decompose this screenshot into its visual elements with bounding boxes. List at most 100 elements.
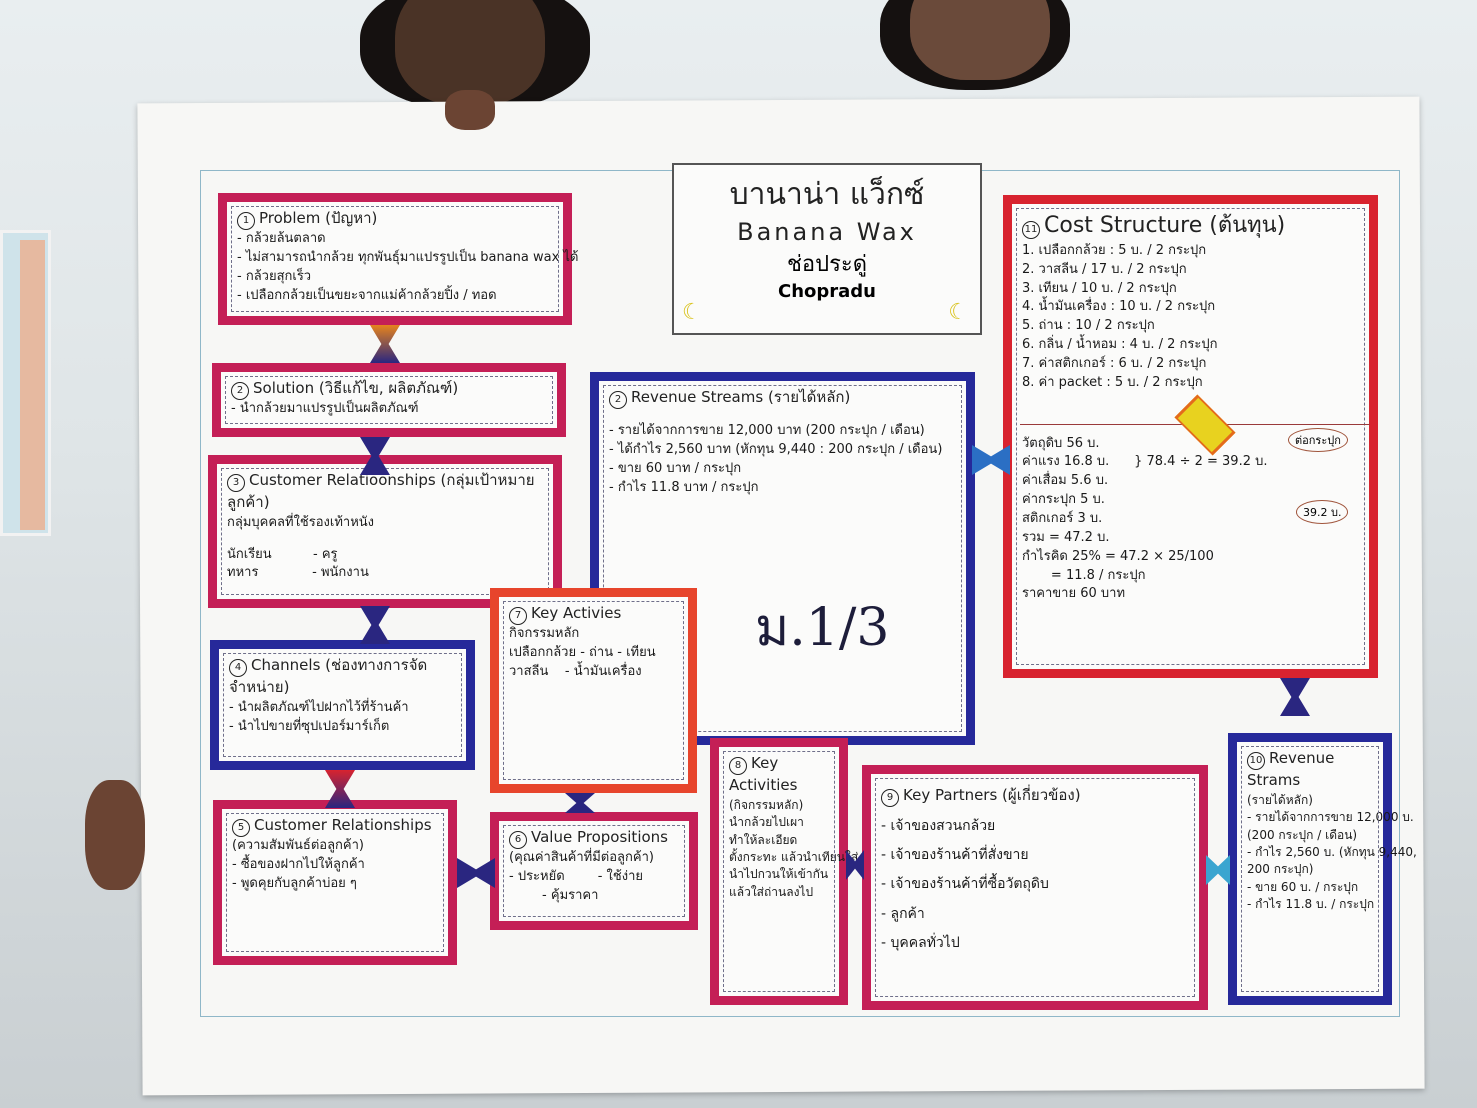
box-number: 7 xyxy=(509,607,527,625)
box-line: - กล้วยสุกเร็ว xyxy=(237,268,312,284)
student-right-face xyxy=(910,0,1050,80)
box-title-text: Customer Relatioonships (กลุ่มเป้าหมายลู… xyxy=(227,471,535,511)
box-line: - นำผลิตภัณฑ์ไปฝากไว้ที่ร้านค้า xyxy=(229,699,409,715)
box-line: - ได้กำไร 2,560 บาท (หักทุน 9,440 : 200 … xyxy=(609,441,943,457)
title-card: บานาน่า แว็กซ์ Banana Wax ช่อประดู่ Chop… xyxy=(672,163,982,335)
box-number: 4 xyxy=(229,659,247,677)
box-line: กลุ่มบุคคลที่ใช้รองเท้าหนัง xyxy=(227,514,375,530)
box-line: - ซื้อของฝากไปให้ลูกค้า xyxy=(232,856,365,872)
team-thai: ช่อประดู่ xyxy=(786,252,868,277)
box-number: 3 xyxy=(227,474,245,492)
box-line: วัตถุดิบ 56 บ. xyxy=(1022,435,1100,451)
box-line: - ไม่สามารถนำกล้วย ทุกพันธุ์มาแปรรูปเป็น… xyxy=(237,249,579,265)
box-number: 2 xyxy=(231,382,249,400)
box-line: - กำไร 11.8 บ. / กระปุก xyxy=(1247,897,1375,912)
box-line: - รายได้จากการขาย 12,000 บ. xyxy=(1247,810,1414,825)
box-line: ทำให้ละเอียด xyxy=(729,832,798,847)
hand-top-left xyxy=(445,90,495,130)
box-number: 2 xyxy=(609,391,627,409)
banana-icon: ☾ xyxy=(948,300,968,325)
background-curtain xyxy=(20,240,45,530)
box-line: ค่ากระปุก 5 บ. xyxy=(1022,492,1105,508)
box-line: รวม = 47.2 บ. xyxy=(1022,529,1110,545)
box-line: นำกล้วยไปเผา xyxy=(729,815,804,830)
box-line: - นำไปขายที่ซุปเปอร์มาร์เก็ต xyxy=(229,718,390,734)
banana-icon: ☾ xyxy=(682,300,702,325)
box-number: 5 xyxy=(232,819,250,837)
box-number: 1 xyxy=(237,212,255,230)
box-line: 8. ค่า packet : 5 บ. / 2 กระปุก xyxy=(1022,374,1203,390)
box-line: - คุ้มราคา xyxy=(509,887,599,903)
box-line xyxy=(609,409,956,422)
box-line: 3. เทียน / 10 บ. / 2 กระปุก xyxy=(1022,280,1177,296)
box-line: - เจ้าของร้านค้าที่ซื้อวัตถุดิบ xyxy=(881,876,1049,893)
box-line: 7. ค่าสติกเกอร์ : 6 บ. / 2 กระปุก xyxy=(1022,355,1207,371)
hand-bottom-left xyxy=(85,780,145,890)
box-title-text: Revenue Streams (รายได้หลัก) xyxy=(631,388,851,406)
box-number: 10 xyxy=(1247,752,1265,770)
box-title-text: Revenue Strams xyxy=(1247,749,1335,789)
title-english: Banana Wax xyxy=(737,218,917,246)
box-title-text: Key Partners (ผู้เกี่ยวข้อง) xyxy=(903,786,1081,804)
box-line: - นำกล้วยมาแปรรูปเป็นผลิตภัณฑ์ xyxy=(231,401,419,416)
cost-result-cloud: 39.2 บ. xyxy=(1296,500,1349,524)
box-line: (รายได้หลัก) xyxy=(1247,792,1313,807)
box-line: ค่าเสื่อม 5.6 บ. xyxy=(1022,473,1109,489)
box-number: 8 xyxy=(729,757,747,775)
box-title-text: Channels (ช่องทางการจัดจำหน่าย) xyxy=(229,656,428,696)
box-line: - ขาย 60 บ. / กระปุก xyxy=(1247,879,1359,894)
connector xyxy=(565,793,595,813)
box-line: วาสลีน - น้ำมันเครื่อง xyxy=(509,663,642,679)
box-line: - ลูกค้า xyxy=(881,905,925,922)
box-title-text: Problem (ปัญหา) xyxy=(259,209,378,227)
box-line: (ความสัมพันธ์ต่อลูกค้า) xyxy=(232,838,364,853)
box-line: 4. น้ำมันเครื่อง : 10 บ. / 2 กระปุก xyxy=(1022,299,1216,315)
box-line: กำไรคิด 25% = 47.2 × 25/100 xyxy=(1022,548,1214,564)
box-line: - เจ้าของสวนกล้วย xyxy=(881,817,996,834)
student-left-face xyxy=(395,0,545,105)
box-line: 200 กระปุก) xyxy=(1247,862,1314,877)
box-line: 5. ถ่าน : 10 / 2 กระปุก xyxy=(1022,318,1155,334)
box-line: กิจกรรมหลัก xyxy=(509,626,580,641)
box-line: - รายได้จากการขาย 12,000 บาท (200 กระปุก… xyxy=(609,423,925,438)
box-line: ทหาร - พนักงาน xyxy=(227,565,369,581)
box-title-text: Key Activities xyxy=(729,754,798,794)
box-line: 2. วาสลีน / 17 บ. / 2 กระปุก xyxy=(1022,261,1187,277)
box-line: - กำไร 2,560 บ. (หักทุน 9,440, xyxy=(1247,844,1417,859)
title-thai: บานาน่า แว็กซ์ xyxy=(729,177,925,212)
box-number: 6 xyxy=(509,831,527,849)
team-english: Chopradu xyxy=(778,281,876,302)
box-line xyxy=(227,533,543,546)
box-line: - กำไร 11.8 บาท / กระปุก xyxy=(609,479,759,495)
class-label: ม.1/3 xyxy=(755,598,890,658)
box-line: - บุคคลทั่วไป xyxy=(881,935,960,952)
box-line: (คุณค่าสินค้าที่มีต่อลูกค้า) xyxy=(509,850,654,865)
box-line: ตั้งกระทะ แล้วนำเทียนใส่ xyxy=(729,849,859,864)
box-line: - เปลือกกล้วยเป็นขยะจากแม่ค้ากล้วยปิ้ง /… xyxy=(237,287,497,303)
box-number: 11 xyxy=(1022,221,1040,239)
box-line: เปลือกกล้วย - ถ่าน - เทียน xyxy=(509,644,656,660)
box-line: - กล้วยล้นตลาด xyxy=(237,231,326,246)
box-title-text: Key Activies xyxy=(531,604,622,622)
box-number: 9 xyxy=(881,789,899,807)
box-line: - ขาย 60 บาท / กระปุก xyxy=(609,460,742,476)
box-line: 6. กลิ่น / น้ำหอม : 4 บ. / 2 กระปุก xyxy=(1022,337,1218,353)
box-title-text: Cost Structure (ต้นทุน) xyxy=(1044,213,1286,238)
